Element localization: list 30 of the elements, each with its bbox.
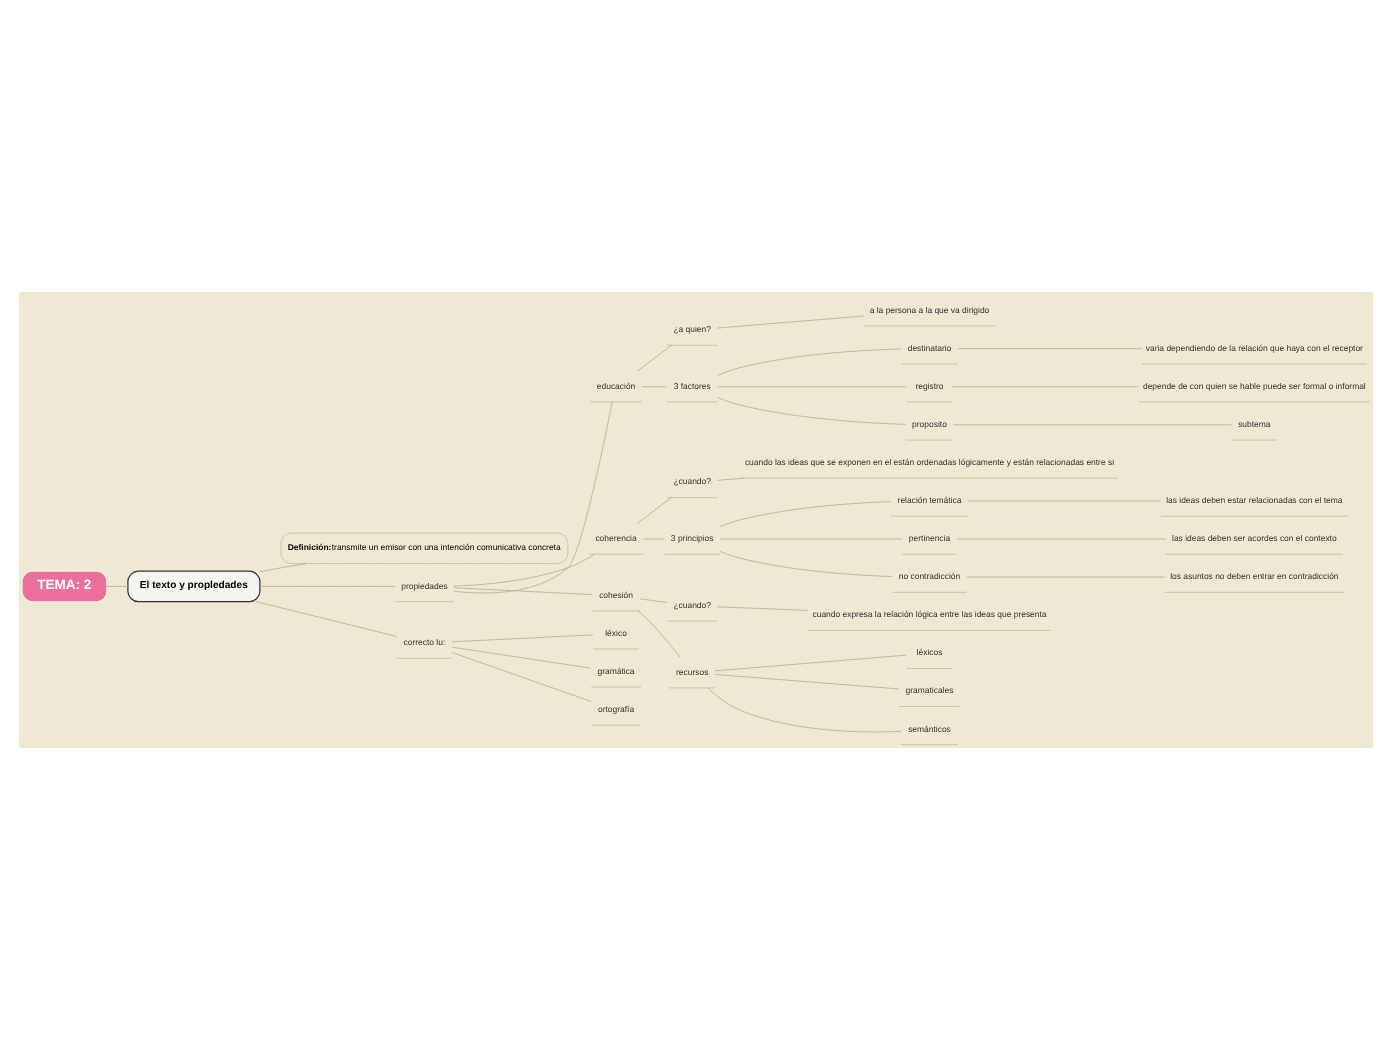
connector <box>638 610 681 658</box>
connector <box>714 654 907 672</box>
connector <box>707 687 902 733</box>
connector <box>259 586 396 587</box>
connector <box>952 386 1139 388</box>
connector <box>716 606 809 611</box>
connector <box>451 652 592 702</box>
connector <box>717 348 902 376</box>
connector <box>636 344 672 372</box>
connector <box>641 386 668 388</box>
connector <box>719 501 892 527</box>
connector <box>957 348 1143 350</box>
connector <box>255 601 398 637</box>
connector <box>716 315 865 329</box>
connector <box>453 553 595 587</box>
connector <box>719 551 893 577</box>
connector <box>716 477 745 481</box>
connector <box>451 646 592 669</box>
connector <box>717 397 906 425</box>
connector <box>259 563 307 573</box>
connector <box>717 386 907 388</box>
connector <box>636 497 672 524</box>
connector <box>453 401 613 594</box>
connector <box>714 674 900 690</box>
connector <box>451 634 594 643</box>
connector <box>453 587 593 595</box>
connector <box>966 576 1165 578</box>
connector <box>106 586 129 587</box>
connector <box>952 424 1232 426</box>
connector <box>639 598 668 603</box>
